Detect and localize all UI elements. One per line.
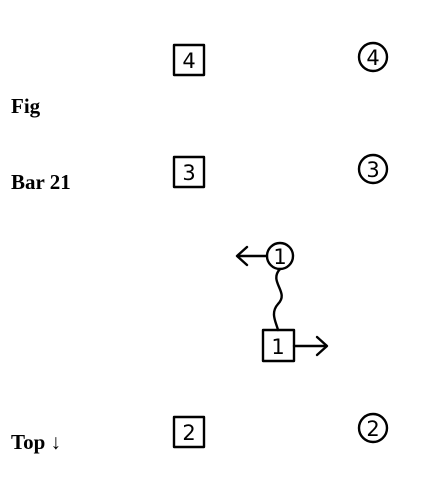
- fig-label: Fig: [11, 94, 41, 118]
- circle-marker-1-number: 1: [273, 245, 286, 269]
- circle-marker-3-number: 3: [366, 158, 379, 182]
- bar-label: Bar 21: [11, 170, 71, 194]
- circle-marker-2-number: 2: [366, 417, 379, 441]
- top-label: Top ↓: [11, 430, 62, 454]
- circle-marker-3: 3: [357, 153, 389, 185]
- circle-marker-2: 2: [357, 412, 389, 444]
- square-marker-3: 3: [172, 155, 206, 189]
- wavy-connector-line: [272, 267, 283, 332]
- left-arrow-icon: [235, 245, 269, 267]
- square-marker-4-number: 4: [182, 49, 195, 73]
- circle-marker-4-number: 4: [366, 46, 379, 70]
- square-marker-4: 4: [172, 43, 206, 77]
- right-arrow-icon: [292, 335, 329, 357]
- square-marker-3-number: 3: [182, 161, 195, 185]
- square-marker-2: 2: [172, 415, 206, 449]
- square-marker-1: 1: [261, 328, 296, 363]
- square-marker-1-number: 1: [271, 335, 284, 359]
- circle-marker-4: 4: [357, 41, 389, 73]
- square-marker-2-number: 2: [182, 421, 195, 445]
- circle-marker-1: 1: [265, 241, 295, 271]
